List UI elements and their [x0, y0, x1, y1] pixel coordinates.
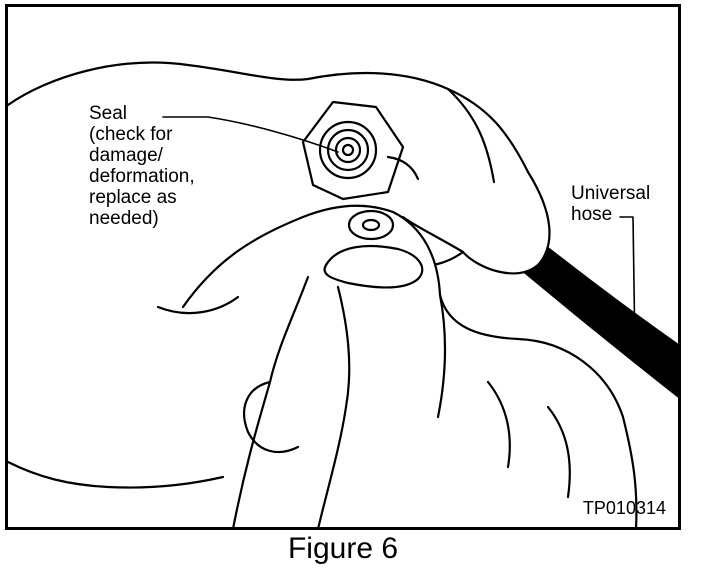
hose-leader-line [619, 216, 636, 353]
hands-holding-hose-illustration [8, 61, 678, 527]
upper-hand [8, 61, 551, 275]
figure-caption: Figure 6 [287, 532, 399, 565]
hose-callout-label: Universal hose [571, 183, 651, 225]
seal-leader-line [162, 116, 339, 153]
figure-id-code: TP010314 [582, 498, 666, 518]
figure-frame: Seal (check for damage/ deformation, rep… [5, 4, 681, 530]
seal-callout-label: Seal (check for damage/ deformation, rep… [89, 103, 195, 229]
thumb [323, 244, 424, 289]
seal-ring [347, 209, 395, 241]
